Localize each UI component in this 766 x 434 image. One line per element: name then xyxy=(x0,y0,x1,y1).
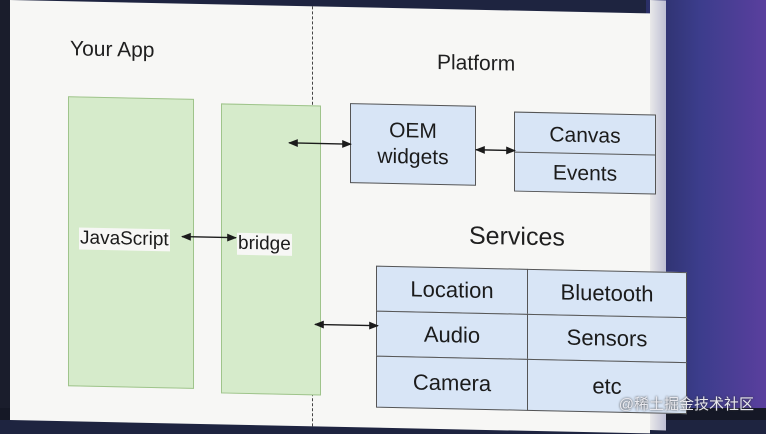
bridge-services-arrow xyxy=(314,320,379,330)
bridge-oem-arrow xyxy=(288,139,352,148)
watermark: @稀土掘金技术社区 xyxy=(618,396,754,413)
oem-canvas-arrow xyxy=(475,146,516,155)
arrows-layer xyxy=(181,139,516,330)
js-bridge-arrow xyxy=(181,232,237,242)
slide: Your App Platform Services JavaScript br… xyxy=(10,0,687,434)
